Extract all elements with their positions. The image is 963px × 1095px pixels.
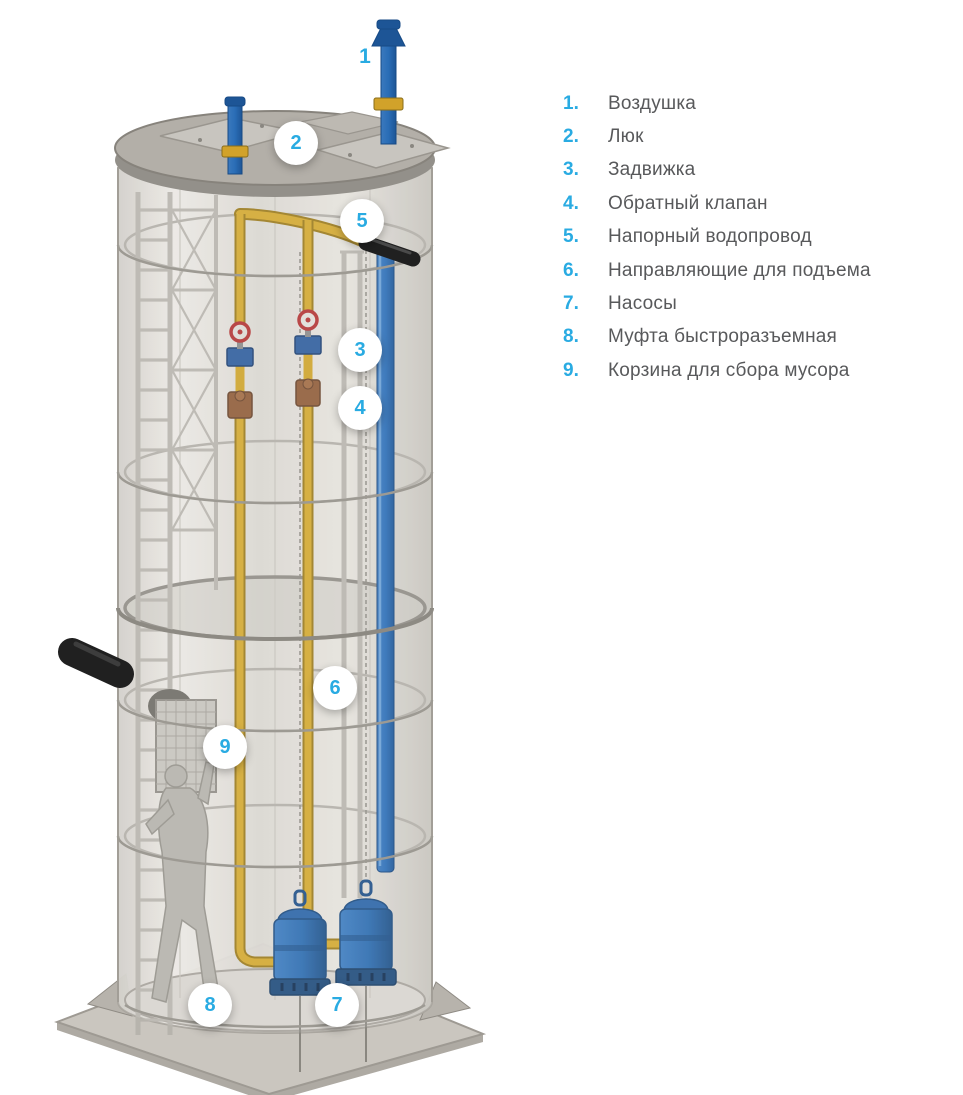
callout-4-number: 4 [354, 396, 366, 419]
check-valves [227, 378, 321, 419]
legend-item-1-label: Воздушка [608, 92, 697, 114]
callout-8-number: 8 [204, 993, 216, 1016]
inlet-pipe [58, 638, 134, 688]
legend: 1. Воздушка 2. Люк 3. Задвижка 4. Обратн… [563, 87, 871, 388]
legend-item-8-number: 8. [563, 326, 579, 348]
legend-item-9-label: Корзина для сбора мусора [608, 359, 850, 381]
callout-1-number: 1 [359, 45, 371, 68]
outlet-sleeve [358, 235, 421, 267]
legend-item-7-label: Насосы [608, 293, 677, 315]
legend-item-5: 5. Напорный водопровод [563, 221, 871, 254]
legend-item-2: 2. Люк [563, 120, 871, 153]
legend-item-6-label: Направляющие для подъема [608, 259, 871, 281]
legend-item-2-number: 2. [563, 126, 579, 148]
callout-7-number: 7 [331, 993, 343, 1016]
vent-flange [373, 97, 404, 111]
legend-item-9: 9. Корзина для сбора мусора [563, 354, 871, 387]
callout-3-number: 3 [354, 338, 366, 361]
legend-item-6-number: 6. [563, 259, 579, 281]
legend-item-6: 6. Направляющие для подъема [563, 254, 871, 287]
callout-6: 6 [313, 666, 357, 710]
vent-pipe [371, 19, 406, 145]
legend-item-8-label: Муфта быстроразъемная [608, 326, 838, 348]
anchor-rods [299, 986, 367, 1072]
worker-figure [145, 761, 221, 1005]
legend-item-7-number: 7. [563, 293, 579, 315]
callout-5-number: 5 [356, 209, 368, 232]
tank-interior [123, 172, 427, 1072]
legend-item-5-number: 5. [563, 226, 579, 248]
legend-item-4-label: Обратный клапан [608, 192, 768, 214]
callout-8: 8 [188, 983, 232, 1027]
legend-item-3-label: Задвижка [608, 159, 696, 181]
legend-item-3-number: 3. [563, 159, 579, 181]
legend-item-1: 1. Воздушка [563, 87, 871, 120]
callout-4: 4 [338, 386, 382, 430]
lifting-chains [299, 250, 367, 889]
callout-1: 1 [352, 44, 378, 70]
callout-9-number: 9 [219, 735, 231, 758]
gate-valves [226, 309, 322, 367]
callout-6-number: 6 [329, 676, 341, 699]
legend-item-9-number: 9. [563, 359, 579, 381]
legend-item-3: 3. Задвижка [563, 154, 871, 187]
legend-item-8: 8. Муфта быстроразъемная [563, 321, 871, 354]
lid-pipe-stub [221, 96, 249, 175]
callout-3: 3 [338, 328, 382, 372]
legend-item-1-number: 1. [563, 92, 579, 114]
legend-item-4: 4. Обратный клапан [563, 187, 871, 220]
legend-item-5-label: Напорный водопровод [608, 226, 812, 248]
callout-9: 9 [203, 725, 247, 769]
callout-7: 7 [315, 983, 359, 1027]
legend-item-4-number: 4. [563, 192, 579, 214]
legend-item-2-label: Люк [608, 126, 644, 148]
legend-item-7: 7. Насосы [563, 287, 871, 320]
pump-station-diagram [54, 19, 487, 1095]
lifting-frame [171, 195, 218, 590]
callout-2: 2 [274, 121, 318, 165]
callout-5: 5 [340, 199, 384, 243]
callout-2-number: 2 [290, 131, 302, 154]
tank-front-glass [116, 168, 434, 1033]
